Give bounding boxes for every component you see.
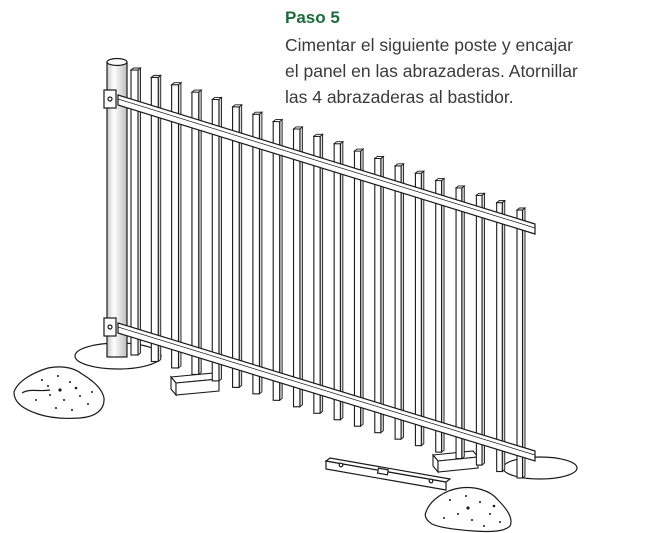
fence-picket [373, 155, 385, 434]
fence-picket [495, 199, 507, 473]
next-post-footing [502, 456, 578, 480]
instruction-line-3: las 4 abrazaderas al bastidor. [285, 87, 514, 107]
fence-pickets [129, 67, 527, 479]
sand-pile-left [13, 366, 105, 419]
step-instructions: Cimentar el siguiente poste y encajar el… [285, 32, 671, 110]
fence-picket [434, 177, 446, 454]
fence-picket [454, 184, 466, 460]
fence-picket [150, 74, 163, 363]
fence-picket [475, 192, 486, 466]
instruction-line-2: el panel en las abrazaderas. Atornillar [285, 61, 578, 81]
fence-picket [332, 140, 345, 421]
top-rail [117, 94, 536, 235]
fence-picket [170, 81, 183, 369]
step-title: Paso 5 [285, 8, 340, 27]
support-block-right [431, 450, 480, 474]
spirit-level [324, 457, 452, 491]
fence-picket [190, 89, 203, 376]
fence-picket [414, 170, 426, 447]
fence-picket [393, 162, 405, 441]
fence-picket [292, 126, 304, 408]
fence-picket [271, 118, 284, 402]
fence-picket [312, 133, 324, 415]
fence-picket [129, 67, 142, 356]
sand-pile-right [424, 486, 512, 533]
clamp-bottom [103, 317, 117, 337]
post [106, 57, 128, 358]
fence-picket [210, 96, 223, 382]
bottom-rail [117, 322, 536, 462]
fence-picket [231, 103, 243, 389]
fence-picket [515, 207, 527, 479]
clamp-top [103, 89, 117, 109]
fence-picket [353, 148, 365, 428]
instruction-line-1: Cimentar el siguiente poste y encajar [285, 35, 573, 55]
fence-picket [251, 111, 264, 395]
